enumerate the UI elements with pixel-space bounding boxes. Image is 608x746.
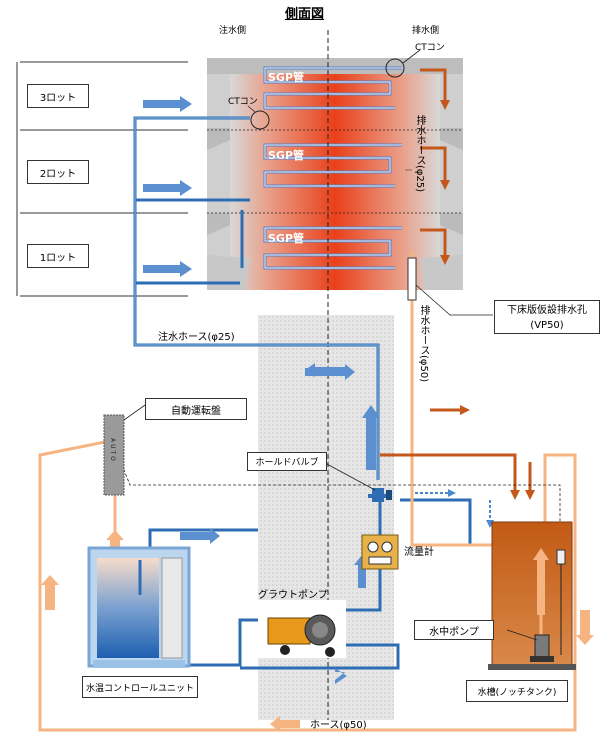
hold-valve-label: ホールドバルブ (247, 452, 327, 471)
lot-3-label: 3ロット (27, 84, 89, 108)
grout-pump-label: グラウトポンプ (258, 591, 328, 601)
drain-hose-upper-label: 排水ホース(φ25) (414, 115, 424, 192)
sgp-pipe-label: SGP管 (268, 150, 304, 161)
temp-unit-label: 水温コントロールユニット (82, 676, 198, 698)
flow-meter (362, 535, 398, 569)
grout-pump (258, 600, 346, 658)
ct-cone-label: CTコン (228, 98, 258, 107)
sgp-pipe-label: SGP管 (268, 72, 304, 83)
hose-label: ホース(φ50) (310, 721, 367, 731)
flow-meter-label: 流量計 (404, 548, 434, 558)
drain-hole-line1: 下床版仮設排水孔 (495, 303, 599, 318)
drain-hole-callout: 下床版仮設排水孔 (VP50) (494, 300, 600, 334)
drain-hose-lower-label: 排水ホース(φ50) (418, 305, 428, 382)
water-tank (488, 522, 576, 670)
sgp-pipe-label: SGP管 (268, 233, 304, 244)
lot-2-label: 2ロット (27, 160, 89, 184)
diagram-title: 側面図 (285, 8, 324, 21)
auto-text: AUTO (109, 438, 115, 463)
drain-hole-line2: (VP50) (495, 318, 599, 333)
drain-hole-marker (408, 258, 416, 300)
water-tank-label: 水槽(ノッチタンク) (466, 680, 568, 702)
submersible-pump-label: 水中ポンプ (414, 620, 494, 640)
inlet-hose-label: 注水ホース(φ25) (158, 333, 235, 343)
outlet-side-label: 排水側 (412, 27, 439, 36)
ct-cone-label: CTコン (415, 44, 445, 53)
lot-1-label: 1ロット (27, 244, 89, 268)
inlet-side-label: 注水側 (219, 27, 246, 36)
auto-panel-label: 自動運転盤 (145, 398, 247, 420)
